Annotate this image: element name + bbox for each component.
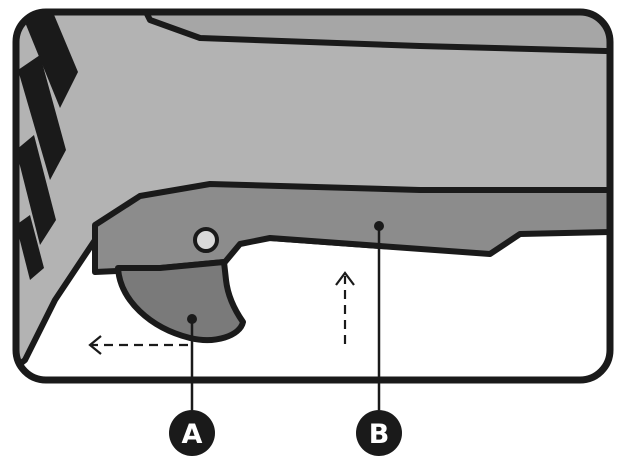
grip-stripes <box>16 12 78 280</box>
callout-a-label: A <box>182 419 203 450</box>
frame-border <box>12 8 614 384</box>
callout-a-badge: A <box>169 410 215 456</box>
tool-illustration <box>16 12 610 380</box>
callout-b-leader <box>374 221 384 410</box>
dashed-arrow-up-icon <box>335 271 355 344</box>
callout-b-label: B <box>369 419 390 450</box>
callout-b-badge: B <box>356 410 402 456</box>
callout-a-leader <box>187 314 197 410</box>
trigger-lever <box>115 259 246 344</box>
dashed-arrow-left-icon <box>88 335 188 355</box>
pivot-pin <box>193 227 219 253</box>
